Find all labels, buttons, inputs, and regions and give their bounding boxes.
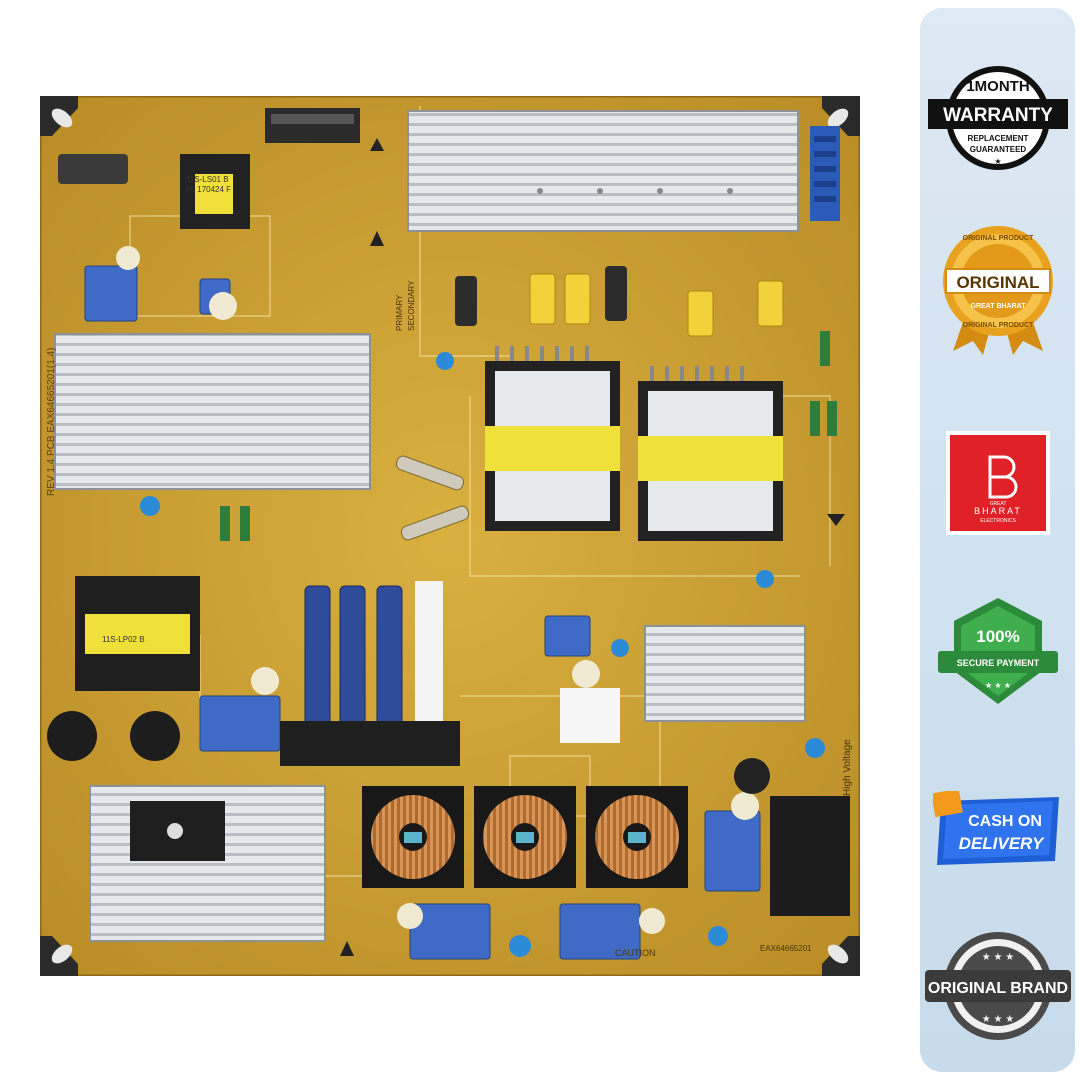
star-icon: ★ (994, 157, 1001, 166)
primary-label: PRIMARY (395, 294, 404, 331)
heatsink-left (54, 333, 371, 490)
trust-badges-sidebar: 1MONTH WARRANTY REPLACEMENT GUARANTEED ★… (920, 8, 1075, 1072)
transformer (485, 361, 783, 541)
secure-percent: 100% (976, 627, 1019, 646)
star-icon: ★ ★ ★ (981, 1014, 1013, 1025)
original-ring-text: ORIGINAL PRODUCT (962, 235, 1033, 242)
original-sub-text: GREAT BHARAT (970, 303, 1026, 310)
brand-logo-name: BHARAT (974, 506, 1022, 516)
stamp-icon: ORIGINAL BRAND ★ ★ ★ ★ ★ ★ (924, 931, 1071, 1040)
cod-line2: DELIVERY (958, 834, 1044, 853)
original-product-badge: ORIGINAL PRODUCT ORIGINAL GREAT BHARAT O… (920, 223, 1075, 358)
heatsink-right (644, 625, 806, 722)
heatsink-top (407, 110, 799, 232)
lower-part-label: EAX64665201 (760, 944, 812, 953)
warranty-icon: 1MONTH WARRANTY REPLACEMENT GUARANTEED ★ (927, 66, 1068, 170)
secondary-label: SECONDARY (407, 280, 416, 331)
star-icon: ★ ★ ★ (985, 681, 1011, 690)
shield-icon: 100% SECURE PAYMENT ★ ★ ★ (937, 597, 1058, 704)
toroid-choke (362, 786, 688, 888)
high-voltage-label: High Voltage (842, 739, 853, 796)
secure-label: SECURE PAYMENT (956, 658, 1039, 668)
original-brand-label: ORIGINAL BRAND (927, 980, 1067, 997)
brand-logo-badge: GREAT BHARAT ELECTRONICS (920, 428, 1075, 538)
warranty-line4: GUARANTEED (969, 145, 1026, 154)
connector (265, 108, 360, 143)
original-ring-text-bottom: ORIGINAL PRODUCT (962, 322, 1033, 329)
gold-seal-icon: ORIGINAL PRODUCT ORIGINAL GREAT BHARAT O… (942, 226, 1053, 355)
caution-label: CAUTION (615, 948, 656, 958)
transformer-label-1b: FL 170424 F (186, 185, 231, 194)
original-center-text: ORIGINAL (956, 273, 1039, 292)
transformer-label-2: 11S-LP02 B (102, 635, 145, 644)
brand-logo-icon: GREAT BHARAT ELECTRONICS (945, 431, 1050, 535)
cash-on-delivery-badge: CASH ON DELIVERY (920, 786, 1075, 876)
secure-payment-badge: 100% SECURE PAYMENT ★ ★ ★ (920, 593, 1075, 708)
brand-logo-tag: ELECTRONICS (980, 518, 1016, 524)
original-brand-badge: ORIGINAL BRAND ★ ★ ★ ★ ★ ★ (920, 928, 1075, 1043)
warranty-line3: REPLACEMENT (967, 134, 1028, 143)
brand-logo-small: GREAT (989, 501, 1006, 507)
transformer-label-1: 11S-LS01 B (186, 175, 229, 184)
board-part-number: REV 1.4 PCB EAX64665201(1.4) (46, 348, 57, 496)
warranty-line2: WARRANTY (943, 105, 1053, 126)
cod-line1: CASH ON (968, 813, 1042, 830)
delivery-box-icon: CASH ON DELIVERY (932, 791, 1059, 865)
power-supply-board-photo: REV 1.4 PCB EAX64665201(1.4) 11S-LS01 B … (40, 96, 860, 976)
heatsink-bottom-left (89, 785, 326, 942)
star-icon: ★ ★ ★ (981, 952, 1013, 963)
warranty-line1: 1MONTH (966, 78, 1029, 95)
power-socket (770, 796, 850, 916)
warranty-badge: 1MONTH WARRANTY REPLACEMENT GUARANTEED ★ (920, 63, 1075, 173)
